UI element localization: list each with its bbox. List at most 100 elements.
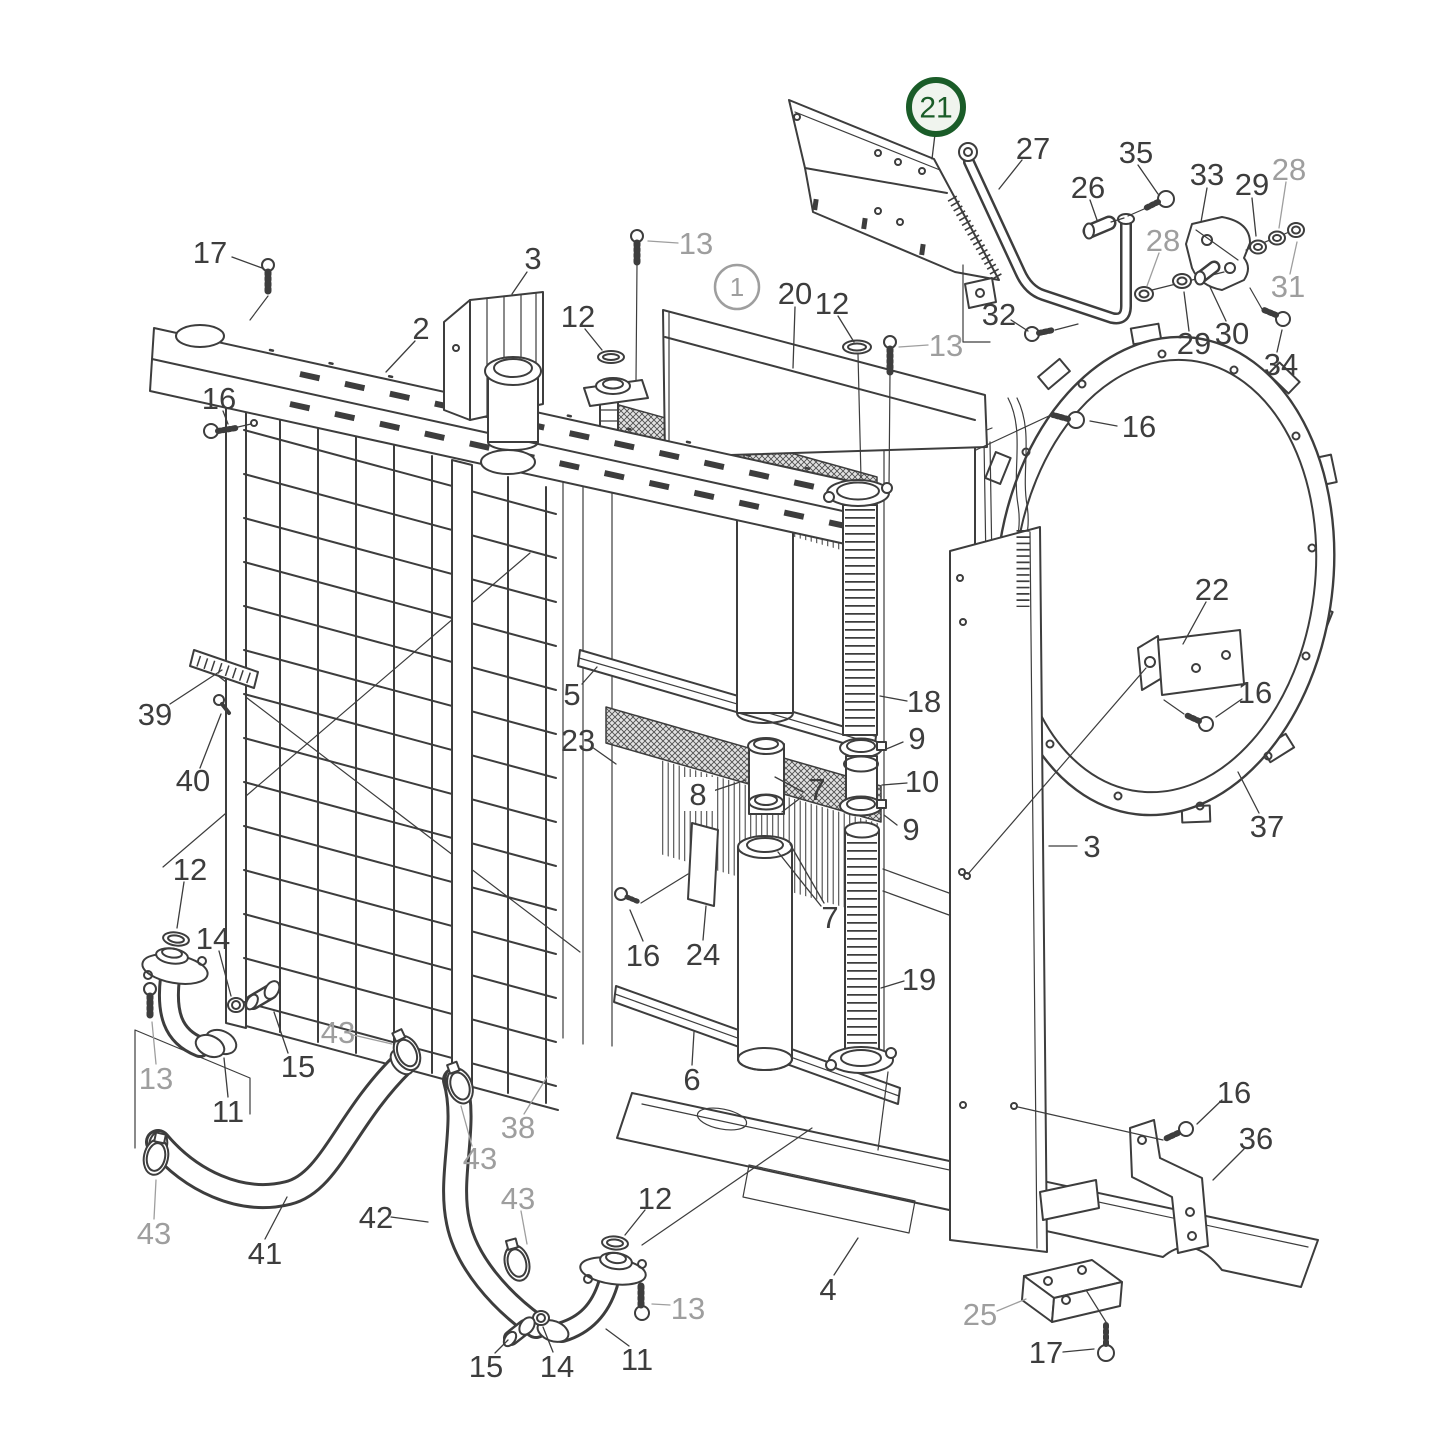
part-label-13-5: 13 <box>929 328 963 363</box>
part-label-39-39: 39 <box>138 697 172 732</box>
part-label-32-18: 32 <box>982 297 1016 332</box>
leader-line-17 <box>231 256 263 269</box>
leader-line-7 <box>781 795 804 813</box>
svg-text:12: 12 <box>561 299 595 334</box>
grid-strip-39 <box>189 649 259 715</box>
svg-text:23: 23 <box>561 723 595 758</box>
svg-text:19: 19 <box>902 962 936 997</box>
protective-grid-38 <box>162 397 581 1111</box>
svg-text:12: 12 <box>815 286 849 321</box>
filler-neck <box>484 356 542 451</box>
leader-line-31 <box>1289 241 1298 275</box>
part-label-13-2: 13 <box>679 226 713 261</box>
part-label-35-11: 35 <box>1119 135 1153 170</box>
svg-text:29: 29 <box>1177 326 1211 361</box>
svg-text:24: 24 <box>686 937 720 972</box>
svg-text:8: 8 <box>689 777 706 812</box>
part-label-12-53: 12 <box>638 1181 672 1216</box>
svg-text:7: 7 <box>808 772 825 807</box>
o-ring-12 <box>601 1235 629 1251</box>
leader-line-8 <box>712 779 747 792</box>
washer-14 <box>227 997 245 1013</box>
pad-24 <box>687 822 719 907</box>
svg-text:12: 12 <box>173 852 207 887</box>
leader-line-11 <box>605 1328 630 1347</box>
svg-text:36: 36 <box>1239 1121 1273 1156</box>
leader-line-4 <box>833 1237 859 1276</box>
part-label-17-64: 17 <box>1029 1335 1063 1370</box>
leader-line-43 <box>153 1179 157 1220</box>
part-label-29-19: 29 <box>1177 326 1211 361</box>
svg-text:3: 3 <box>1083 829 1100 864</box>
part-label-6-59: 6 <box>683 1062 700 1097</box>
part-label-31-17: 31 <box>1271 269 1305 304</box>
leader-line-43 <box>352 1034 393 1045</box>
o-ring-12 <box>597 350 625 364</box>
bolt-16 <box>1178 1121 1194 1137</box>
svg-text:31: 31 <box>1271 269 1305 304</box>
surge-tank-lower <box>737 846 793 1060</box>
svg-text:1: 1 <box>730 272 744 302</box>
bracket-25 <box>1021 1259 1123 1323</box>
svg-text:13: 13 <box>671 1291 705 1326</box>
connector-stack-9-10 <box>839 737 887 817</box>
svg-text:43: 43 <box>463 1141 497 1176</box>
svg-text:16: 16 <box>626 938 660 973</box>
part-label-26-12: 26 <box>1071 170 1105 205</box>
svg-text:35: 35 <box>1119 135 1153 170</box>
svg-text:38: 38 <box>501 1110 535 1145</box>
leader-line-24 <box>702 905 707 941</box>
part-label-13-44: 13 <box>139 1061 173 1096</box>
leader-line-2 <box>385 340 416 373</box>
part-label-15-56: 15 <box>469 1349 503 1384</box>
leader-line-6 <box>691 1031 695 1066</box>
svg-text:12: 12 <box>638 1181 672 1216</box>
svg-text:33: 33 <box>1190 157 1224 192</box>
part-label-34-21: 34 <box>1264 347 1298 382</box>
svg-text:16: 16 <box>202 381 236 416</box>
leader-line-12 <box>624 1209 646 1236</box>
leader-line-43 <box>460 1105 473 1147</box>
bottom-brackets <box>1017 1106 1209 1362</box>
svg-text:17: 17 <box>1029 1335 1063 1370</box>
svg-text:7: 7 <box>821 900 838 935</box>
leader-line-29 <box>1183 291 1190 332</box>
leader-line-42 <box>390 1216 429 1223</box>
part-label-15-43: 15 <box>281 1049 315 1084</box>
leader-line-18 <box>879 695 908 702</box>
part-label-4-55: 4 <box>819 1272 836 1307</box>
leader-line-7 <box>789 843 825 904</box>
leader-line-30 <box>1209 286 1227 322</box>
radiator-core-assembly <box>562 229 988 1151</box>
part-label-16-23: 16 <box>1122 409 1156 444</box>
leader-line-7 <box>774 776 804 793</box>
part-label-25-63: 25 <box>963 1297 997 1332</box>
leader-layer <box>151 133 1298 1354</box>
bolt-34 <box>1275 311 1291 327</box>
part-label-7-34: 7 <box>808 772 825 807</box>
svg-text:13: 13 <box>679 226 713 261</box>
hose-clamp-43 <box>142 1131 170 1176</box>
svg-text:28: 28 <box>1146 223 1180 258</box>
svg-text:17: 17 <box>193 235 227 270</box>
leader-line-15 <box>273 1011 289 1054</box>
part-label-43-46: 43 <box>321 1015 355 1050</box>
svg-text:43: 43 <box>137 1216 171 1251</box>
part-label-40-40: 40 <box>176 763 210 798</box>
leader-line-12 <box>837 315 855 343</box>
leader-line-9 <box>883 814 898 826</box>
leader-line-29 <box>1251 197 1257 237</box>
leader-line-23 <box>591 746 617 765</box>
part-label-18-29: 18 <box>907 684 941 719</box>
part-label-20-3: 20 <box>778 276 812 311</box>
part-label-38-47: 38 <box>501 1110 535 1145</box>
bolt-35 <box>1157 190 1175 208</box>
leader-line-32 <box>1010 319 1029 332</box>
svg-text:42: 42 <box>359 1200 393 1235</box>
leader-line-16 <box>1089 420 1118 427</box>
part-label-19-38: 19 <box>902 962 936 997</box>
leader-line-41 <box>264 1196 288 1240</box>
leader-line-12 <box>584 328 603 351</box>
